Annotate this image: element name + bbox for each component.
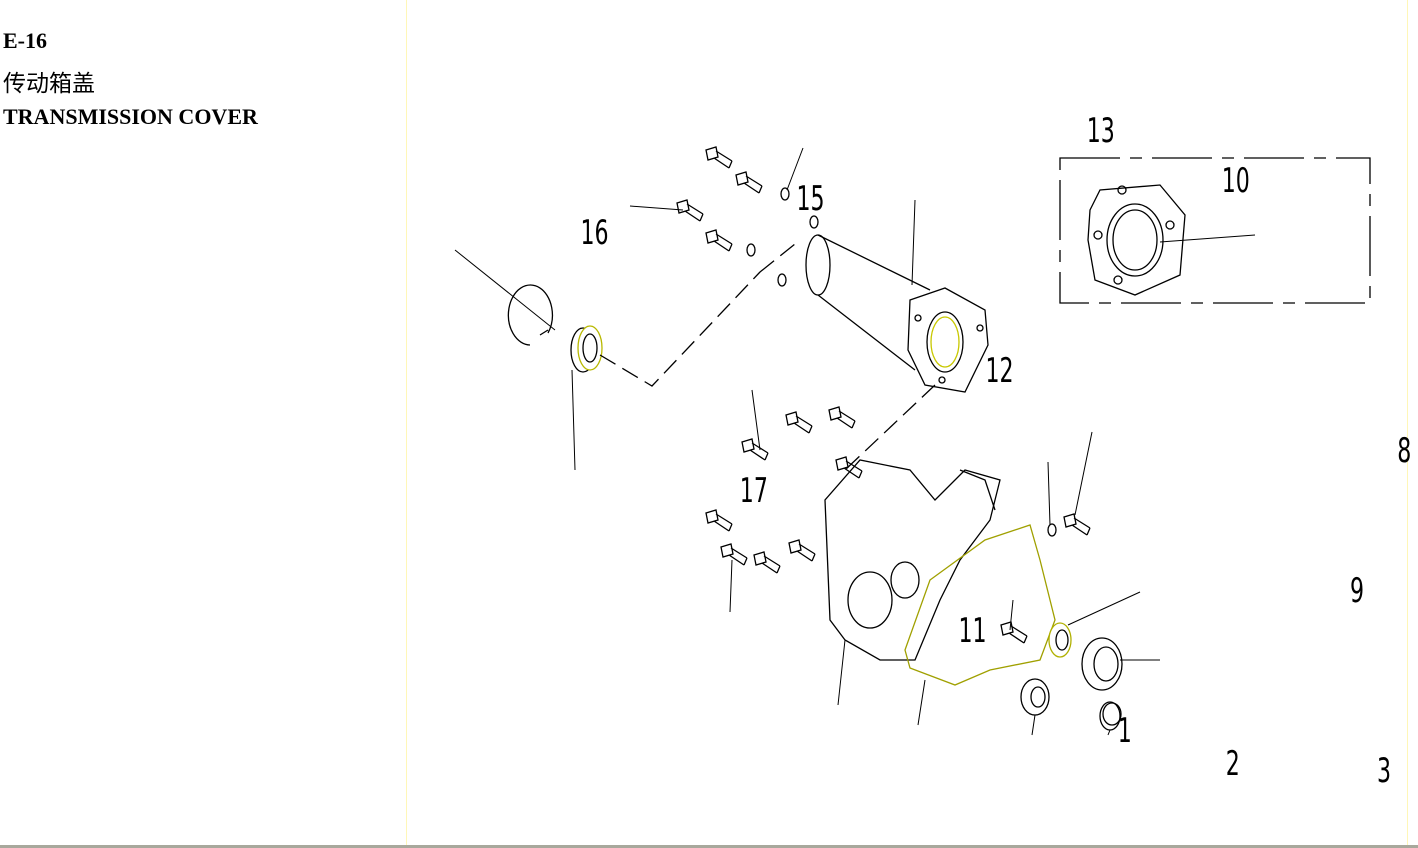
callout-1: 1	[1118, 710, 1132, 750]
inset-box	[1059, 157, 1371, 304]
bolt-icon	[741, 438, 769, 461]
part-5-bearing	[1081, 637, 1123, 691]
part-4-bushing	[1099, 701, 1122, 731]
leader-lines	[454, 147, 1256, 736]
part-17-seal	[570, 325, 603, 373]
callout-11: 11	[959, 610, 987, 650]
callout-17: 17	[740, 470, 768, 510]
bolt-icon	[705, 229, 733, 252]
bolt-icon	[753, 551, 781, 574]
diagram-code: E-16	[3, 28, 47, 53]
part-16-circlip	[507, 284, 554, 346]
callout-8: 8	[1397, 430, 1411, 470]
bolt-icon	[1000, 621, 1028, 644]
title-panel: E-16 传动箱盖 TRANSMISSION COVER	[0, 0, 407, 845]
washers	[746, 187, 1057, 537]
bolt-icon	[705, 509, 733, 532]
callout-16: 16	[581, 212, 609, 252]
callout-13: 13	[1087, 110, 1115, 150]
bolt-icon	[788, 539, 816, 562]
bolt-icon	[828, 406, 856, 429]
part-18-flange	[1087, 184, 1186, 296]
bolt-icon	[720, 543, 748, 566]
callout-10: 10	[1222, 160, 1250, 200]
leader-dash	[599, 239, 801, 387]
part-1-transmission-cover	[824, 459, 1001, 661]
bottom-border	[0, 845, 1418, 848]
bolt-icon	[735, 171, 763, 194]
bolt-icon	[1063, 513, 1091, 536]
callout-3: 3	[1377, 750, 1391, 790]
part-6-seal	[1048, 622, 1072, 658]
callout-15: 15	[797, 178, 825, 218]
part-2-gasket	[904, 524, 1056, 686]
callout-2: 2	[1226, 743, 1240, 783]
leader-dash	[844, 384, 936, 471]
bolt-icon	[835, 456, 863, 479]
callout-9: 9	[1350, 570, 1364, 610]
title-chinese: 传动箱盖	[3, 71, 95, 97]
bolt-icon	[785, 411, 813, 434]
callout-12: 12	[986, 350, 1014, 390]
part-3-bearing	[1020, 678, 1050, 716]
title-english: TRANSMISSION COVER	[3, 104, 258, 129]
right-divider	[1407, 0, 1408, 845]
bolt-icon	[676, 199, 704, 222]
bolt-icon	[705, 146, 733, 169]
part-10-tube	[805, 234, 989, 393]
bolts	[676, 146, 1091, 644]
